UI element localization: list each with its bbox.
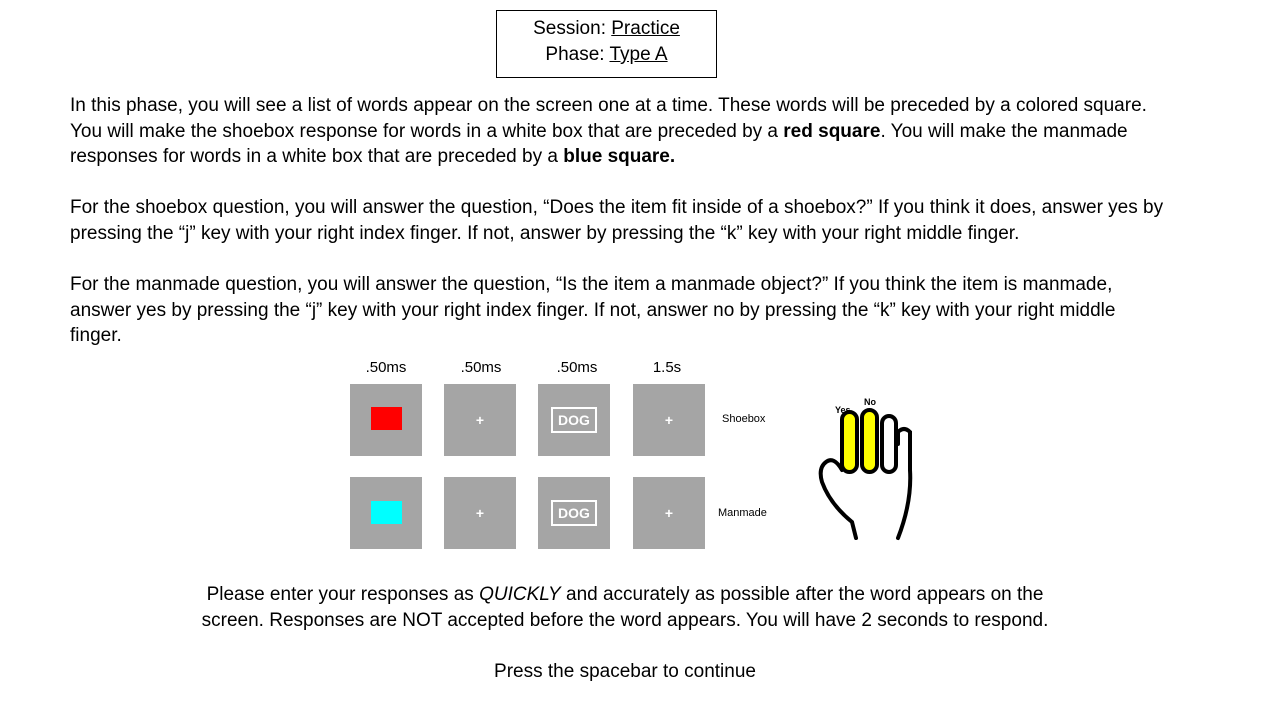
- blue-square-text: blue square.: [563, 146, 676, 167]
- fixation-cross: +: [664, 505, 674, 521]
- p1-text-a: In this phase, you will see a list of wo…: [70, 95, 1147, 142]
- manmade-word-frame: DOG: [538, 477, 610, 549]
- session-line: Session: Practice: [497, 16, 716, 42]
- b1-text-a: Please enter your responses as: [206, 584, 480, 605]
- phase-label: Phase:: [545, 44, 605, 65]
- shoebox-response-frame: +: [633, 384, 705, 456]
- timing-label-3: .50ms: [556, 359, 598, 376]
- p1-text-b: . You will make the manmade responses fo…: [70, 120, 1128, 168]
- manmade-cue-frame: [350, 477, 422, 549]
- session-label: Session:: [533, 18, 606, 39]
- manmade-response-frame: +: [633, 477, 705, 549]
- red-square-text: red square: [783, 120, 881, 142]
- yes-label: Yes: [835, 405, 851, 415]
- session-value: Practice: [611, 18, 680, 39]
- word-box: DOG: [551, 407, 597, 433]
- session-phase-box: Session: Practice Phase: Type A: [496, 10, 717, 78]
- phase-value: Type A: [609, 44, 668, 65]
- blue-cue-square: [371, 501, 402, 524]
- fixation-cross: +: [475, 412, 485, 428]
- timing-label-4: 1.5s: [652, 359, 682, 376]
- timing-label-2: .50ms: [460, 359, 502, 376]
- timing-label-1: .50ms: [365, 359, 407, 376]
- continue-prompt: Press the spacebar to continue: [494, 661, 756, 682]
- shoebox-word-frame: DOG: [538, 384, 610, 456]
- phase-line: Phase: Type A: [497, 42, 716, 68]
- manmade-fixation-frame: +: [444, 477, 516, 549]
- instruction-paragraph-3: For the manmade question, you will answe…: [70, 274, 1116, 346]
- red-cue-square: [371, 407, 402, 430]
- fixation-cross: +: [664, 412, 674, 428]
- shoebox-fixation-frame: +: [444, 384, 516, 456]
- shoebox-row-label: Shoebox: [722, 413, 766, 425]
- manmade-row-label: Manmade: [718, 507, 767, 519]
- instruction-paragraph-1: In this phase, you will see a list of wo…: [70, 93, 1170, 170]
- quickly-emphasis: QUICKLY: [479, 584, 561, 605]
- no-label: No: [864, 397, 876, 407]
- fixation-cross: +: [475, 505, 485, 521]
- shoebox-cue-frame: [350, 384, 422, 456]
- b1-text-b: and accurately as possible after the wor…: [201, 584, 1049, 631]
- speed-instruction: Please enter your responses as QUICKLY a…: [180, 582, 1070, 634]
- word-box: DOG: [551, 500, 597, 526]
- hand-icon: [818, 408, 913, 540]
- instruction-paragraph-2: For the shoebox question, you will answe…: [70, 197, 1164, 244]
